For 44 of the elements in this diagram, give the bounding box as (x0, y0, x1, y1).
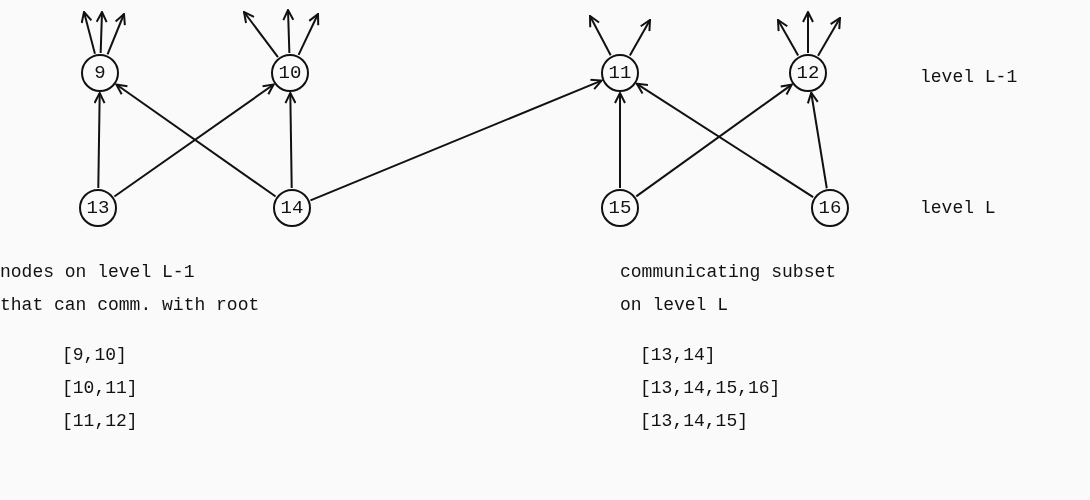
level-label: level L-1 (920, 67, 1018, 87)
node-circle (601, 189, 639, 227)
arrow (589, 15, 612, 57)
node-list: [10,11] (62, 378, 138, 398)
node-circle (81, 54, 119, 92)
column-heading: nodes on level L-1 (0, 262, 195, 282)
arrow (817, 17, 841, 57)
node-number: 10 (278, 63, 302, 83)
node-list: [13,14,15] (640, 411, 749, 431)
arrow (282, 9, 295, 54)
node-number: 9 (94, 63, 106, 83)
arrow (777, 19, 800, 57)
arrow (80, 11, 96, 55)
column-heading: that can comm. with root (0, 295, 260, 315)
node-circle (811, 189, 849, 227)
node-circle (79, 189, 117, 227)
arrow (243, 11, 279, 59)
node-list: [13,14] (640, 345, 716, 365)
arrow (802, 11, 814, 54)
node-number: 13 (86, 198, 110, 218)
node-list: [13,14,15,16] (640, 378, 781, 398)
node-circle (789, 54, 827, 92)
arrow (806, 91, 828, 190)
node-number: 16 (818, 198, 842, 218)
column-heading: on level L (620, 295, 729, 315)
arrow (95, 11, 108, 54)
level-label: level L (920, 198, 996, 218)
arrow (309, 78, 603, 202)
node-number: 11 (608, 63, 632, 83)
node-list: [11,12] (62, 411, 138, 431)
node-circle (273, 189, 311, 227)
arrow (106, 13, 126, 56)
node-number: 15 (608, 198, 632, 218)
arrow (297, 13, 320, 56)
node-number: 14 (280, 198, 304, 218)
node-list: [9,10] (62, 345, 127, 365)
node-circle (271, 54, 309, 92)
node-number: 12 (796, 63, 820, 83)
column-heading: communicating subset (620, 262, 837, 282)
arrow (614, 92, 626, 189)
arrow (628, 19, 651, 57)
node-circle (601, 54, 639, 92)
arrow (284, 92, 297, 189)
arrow (93, 92, 106, 189)
